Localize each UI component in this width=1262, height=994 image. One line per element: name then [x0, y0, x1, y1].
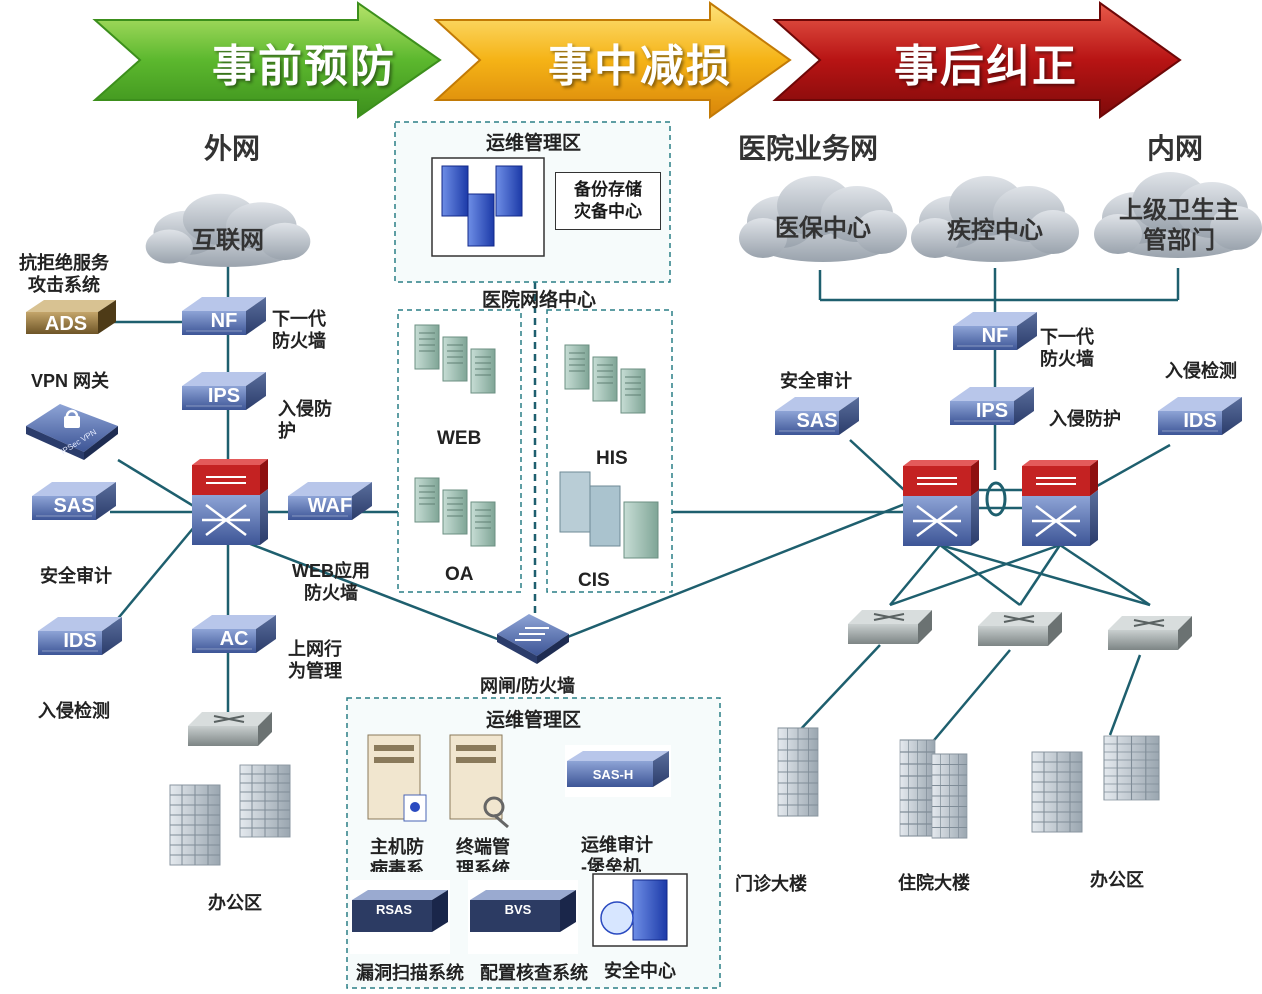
svg-text:RSAS: RSAS [376, 902, 412, 917]
access-switch-left [187, 711, 273, 747]
office-label-right: 办公区 [1090, 870, 1144, 890]
ids-label-right: 入侵检测 [1165, 361, 1237, 381]
svg-text:IPS: IPS [208, 385, 240, 407]
cis-label: CIS [578, 570, 610, 591]
ac-device: AC [191, 614, 277, 654]
inpatient-label: 住院大楼 [898, 873, 970, 893]
banner-arrow-prevent [92, 1, 442, 119]
cloud-disease-control-label: 疾控中心 [947, 217, 1043, 244]
svg-text:NF: NF [982, 325, 1009, 347]
svg-text:IDS: IDS [1183, 410, 1216, 432]
section-extranet: 外网 [204, 133, 261, 164]
sas-device-left: SAS [31, 481, 117, 521]
svg-text:IPS: IPS [976, 400, 1008, 422]
gateway-label: 网闸/防火墙 [480, 676, 576, 696]
endpoint-mgmt-label: 终端管理系统 [456, 837, 510, 872]
backup-servers [431, 157, 545, 257]
waf-label: WEB应用防火墙 [292, 561, 370, 603]
backup-center-label: 备份存储灾备中心 [555, 172, 661, 230]
rsas-label: 漏洞扫描系统 [356, 963, 464, 983]
ha-link-ring [985, 481, 1007, 517]
cloud-health-authority-label: 上级卫生主 管部门 [1119, 197, 1239, 254]
ads-text: ADS [45, 313, 87, 335]
ips-label-left: 入侵防护 [278, 399, 332, 441]
sas-label-left: 安全审计 [40, 566, 112, 586]
waf-device: WAF [287, 481, 373, 521]
ads-label: 抗拒绝服务攻击系统 [19, 253, 109, 295]
ips-device-left: IPS [181, 371, 267, 411]
bvs-label: 配置核查系统 [480, 963, 588, 983]
audit-bastion-label: 运维审计-堡垒机 [581, 835, 653, 872]
nf-device-left: NF [181, 296, 267, 336]
nf-device-right: NF [952, 311, 1038, 351]
soc-label: 安全中心 [604, 961, 676, 981]
cloud-internet-label: 互联网 [192, 227, 264, 254]
outpatient-building [777, 727, 819, 817]
banner-arrow-mitigate [433, 1, 792, 119]
svg-text:NF: NF [211, 310, 238, 332]
svg-text:WAF: WAF [308, 495, 352, 517]
vpn-label: VPN 网关 [31, 371, 110, 391]
nf-label-left: 下一代防火墙 [272, 309, 326, 351]
nf-label-right: 下一代防火墙 [1040, 327, 1094, 369]
inpatient-building [899, 739, 968, 839]
office-buildings-left [169, 764, 291, 866]
his-label: HIS [596, 448, 628, 469]
ips-label-right: 入侵防护 [1049, 409, 1121, 429]
svg-text:SAS: SAS [53, 495, 94, 517]
ads-device: ADS [26, 300, 116, 335]
oa-label: OA [445, 564, 474, 585]
security-center [592, 873, 688, 947]
sas-device-right: SAS [774, 396, 860, 436]
banner-stage-correct: 事后纠正 [894, 42, 1078, 91]
endpoint-mgmt-server [449, 734, 509, 829]
ids-label-left: 入侵检测 [38, 701, 110, 721]
core-switch-right-b [1020, 458, 1100, 548]
host-antivirus-server [367, 734, 427, 822]
svg-text:SAS: SAS [796, 410, 837, 432]
svg-text:SAS-H: SAS-H [593, 767, 633, 782]
svg-text:BVS: BVS [505, 902, 532, 917]
svg-text:AC: AC [220, 628, 249, 650]
sas-label-right: 安全审计 [780, 371, 852, 391]
svg-text:IDS: IDS [63, 630, 96, 652]
access-switch-right-3 [1107, 615, 1193, 651]
core-switch-left [190, 457, 270, 547]
cis-servers [559, 471, 659, 559]
sas-h-device: SAS-H [565, 745, 671, 797]
office-label-left: 办公区 [208, 893, 262, 913]
access-switch-right-1 [847, 609, 933, 645]
host-av-label: 主机防病毒系 [370, 837, 424, 872]
outpatient-label: 门诊大楼 [735, 874, 807, 894]
cloud-medical-insurance-label: 医保中心 [775, 215, 871, 242]
ids-device-right: IDS [1157, 396, 1243, 436]
rsas-device: RSAS [350, 880, 450, 954]
banner-stage-mitigate: 事中减损 [548, 42, 732, 91]
ids-device-left: IDS [37, 616, 123, 656]
vpn-gateway: IPSec VPN [26, 404, 118, 460]
ac-label: 上网行为管理 [288, 639, 342, 681]
datacenter-title: 医院网络中心 [482, 290, 597, 311]
core-switch-right-a [901, 458, 981, 548]
section-hospital-net: 医院业务网 [738, 133, 879, 164]
bvs-device: BVS [468, 880, 578, 954]
gateway-firewall [497, 614, 569, 664]
section-intranet: 内网 [1147, 133, 1204, 164]
ips-device-right: IPS [949, 386, 1035, 426]
banner-arrow-correct [772, 1, 1182, 119]
web-label: WEB [437, 428, 482, 449]
ops-bottom-title: 运维管理区 [486, 710, 582, 731]
banner-stage-prevent: 事前预防 [212, 42, 396, 91]
office-buildings-right [1031, 735, 1160, 833]
ops-top-title: 运维管理区 [486, 133, 582, 154]
access-switch-right-2 [977, 611, 1063, 647]
